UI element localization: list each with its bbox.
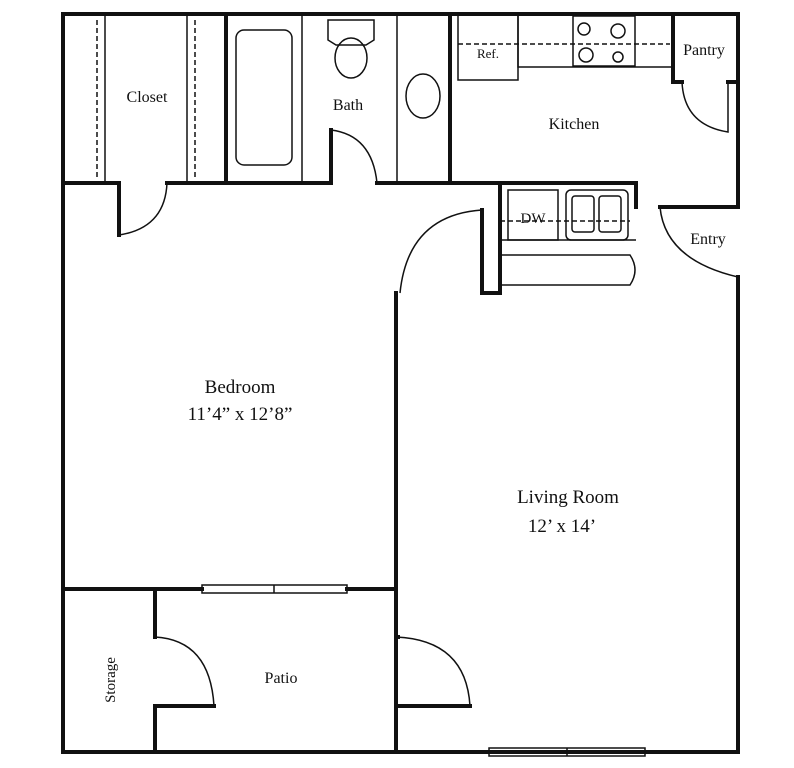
kitchen-door xyxy=(399,209,483,294)
doors xyxy=(118,81,739,707)
entry-door xyxy=(659,206,739,278)
closet-door xyxy=(118,182,168,236)
dishwasher-label: DW xyxy=(521,211,547,227)
stove xyxy=(572,15,636,67)
refrigerator-label: Ref. xyxy=(477,46,499,61)
entry-label: Entry xyxy=(690,231,726,248)
pantry-door xyxy=(681,81,729,133)
closet-label: Closet xyxy=(127,89,168,106)
storage-door xyxy=(154,636,215,707)
kitchen-label: Kitchen xyxy=(549,116,600,133)
kitchen-sink xyxy=(565,189,629,241)
storage-label: Storage xyxy=(103,657,119,703)
windows xyxy=(201,584,646,757)
bath-door xyxy=(330,129,378,184)
patio-label: Patio xyxy=(265,670,298,687)
bath-sink xyxy=(405,73,441,119)
pantry-label: Pantry xyxy=(683,42,725,59)
bath-label: Bath xyxy=(333,97,363,114)
toilet-bowl xyxy=(334,37,368,79)
counter xyxy=(517,14,673,68)
toilet-tank xyxy=(327,19,375,46)
bedroom-size: 11’4” x 12’8” xyxy=(188,404,293,425)
fixtures xyxy=(235,13,673,241)
patio-door xyxy=(395,636,471,707)
living-room-label: Living Room xyxy=(517,487,619,508)
exterior-walls xyxy=(61,12,740,754)
bedroom-label: Bedroom xyxy=(205,377,276,398)
dishwasher xyxy=(507,189,559,241)
bathtub xyxy=(235,29,293,166)
living-room-size: 12’ x 14’ xyxy=(528,516,596,537)
interior-walls xyxy=(61,12,740,754)
